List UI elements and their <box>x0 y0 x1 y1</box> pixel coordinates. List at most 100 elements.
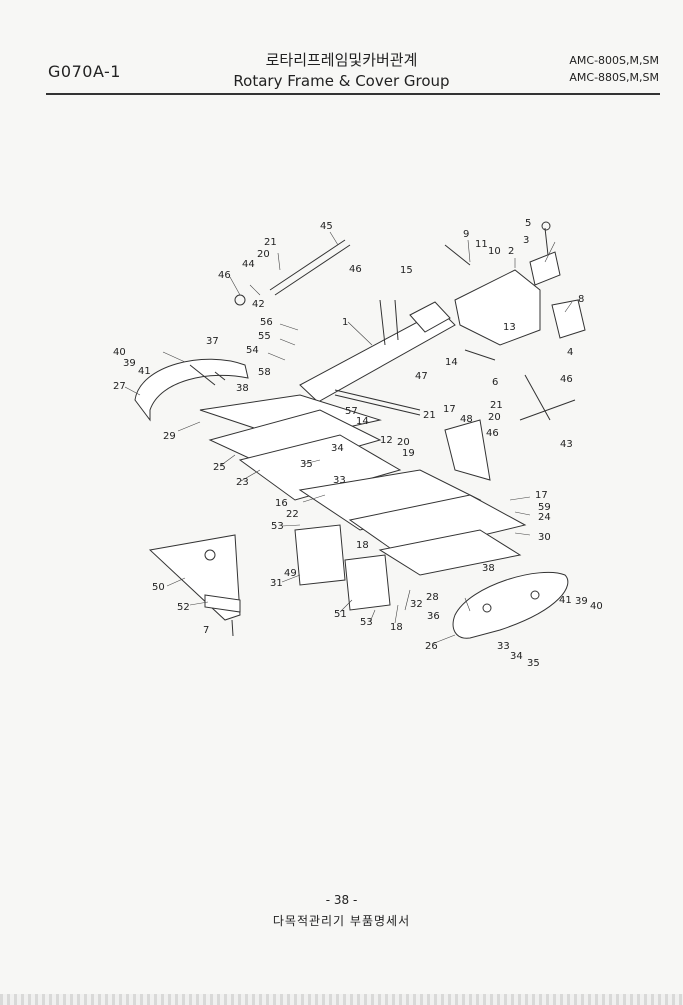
hitch-plate <box>454 269 541 346</box>
page-header: G070A-1 로타리프레임및카버관계 Rotary Frame & Cover… <box>0 0 683 100</box>
callout-39a: 39 <box>123 358 136 369</box>
callout-16: 16 <box>275 498 288 509</box>
callout-9: 9 <box>463 229 469 240</box>
callout-13: 13 <box>503 322 516 333</box>
cross-rod <box>334 389 421 416</box>
main-frame-beam <box>299 309 456 403</box>
callout-11: 11 <box>475 239 488 250</box>
callout-32: 32 <box>410 599 423 610</box>
callout-46d: 46 <box>486 428 499 439</box>
group-title-korean: 로타리프레임및카버관계 <box>265 51 418 69</box>
callout-52: 52 <box>177 602 190 613</box>
top-bracket <box>529 251 561 286</box>
callout-21c: 21 <box>490 400 503 411</box>
callout-35b: 35 <box>527 658 540 669</box>
cover-plate-23 <box>238 434 402 501</box>
callout-10: 10 <box>488 246 501 257</box>
callout-50: 50 <box>152 582 165 593</box>
callout-24: 24 <box>538 512 551 523</box>
callout-17b: 17 <box>535 490 548 501</box>
callout-33a: 33 <box>333 475 346 486</box>
callout-4: 4 <box>567 347 573 358</box>
side-block <box>551 299 586 339</box>
callout-2: 2 <box>508 246 514 257</box>
callout-5: 5 <box>525 218 531 229</box>
callout-40b: 40 <box>590 601 603 612</box>
callout-46b: 46 <box>349 264 362 275</box>
right-side-cover <box>452 571 569 639</box>
callout-47: 47 <box>415 371 428 382</box>
cover-hole-1 <box>482 603 492 613</box>
group-code: G070A-1 <box>48 62 121 81</box>
callout-26: 26 <box>425 641 438 652</box>
callout-labels: 45 21 20 44 46 42 46 9 11 10 2 3 5 8 15 … <box>113 218 603 669</box>
callout-42: 46 <box>218 270 231 281</box>
callout-34b: 34 <box>510 651 523 662</box>
scan-edge-strip <box>0 994 683 1005</box>
callout-38a: 38 <box>236 383 249 394</box>
callout-48: 48 <box>460 414 473 425</box>
callout-21: 21 <box>264 237 277 248</box>
frame-bracket <box>409 301 451 333</box>
callout-1: 1 <box>342 317 348 328</box>
diagram-drawing <box>124 221 586 645</box>
callout-20b: 20 <box>488 412 501 423</box>
callout-8: 8 <box>578 294 584 305</box>
page-number: - 38 - <box>325 893 358 907</box>
callout-27: 27 <box>113 381 126 392</box>
bolt-7 <box>231 619 234 637</box>
callout-53b: 53 <box>360 617 373 628</box>
callout-33b: 33 <box>497 641 510 652</box>
callout-51: 51 <box>334 609 347 620</box>
left-side-cover <box>134 358 249 422</box>
callout-29: 29 <box>163 431 176 442</box>
cover-plate-18 <box>378 529 522 576</box>
callout-54: 54 <box>246 345 259 356</box>
callout-46c: 46 <box>560 374 573 385</box>
callout-7: 7 <box>203 625 209 636</box>
pin-5-head <box>541 221 551 231</box>
link-end <box>234 294 246 306</box>
cover-plate-24 <box>348 494 527 556</box>
callout-6: 6 <box>492 377 498 388</box>
callout-3: 3 <box>523 235 529 246</box>
callout-36: 36 <box>427 611 440 622</box>
callout-22: 22 <box>286 509 299 520</box>
callout-21b: 21 <box>423 410 436 421</box>
callout-15: 15 <box>400 265 413 276</box>
pin-5 <box>544 227 549 256</box>
callout-39b: 39 <box>575 596 588 607</box>
callout-43: 43 <box>560 439 573 450</box>
header-rule <box>46 93 660 95</box>
right-linkage <box>519 374 576 421</box>
callout-37: 37 <box>206 336 219 347</box>
callout-30: 30 <box>538 532 551 543</box>
group-title-english: Rotary Frame & Cover Group <box>233 72 450 90</box>
callout-44: 44 <box>242 259 255 270</box>
callout-17a: 17 <box>443 404 456 415</box>
flap-hole <box>204 549 216 561</box>
callout-19: 19 <box>402 448 415 459</box>
callout-41a: 41 <box>138 366 151 377</box>
flap-49 <box>294 524 346 586</box>
left-cover-brace <box>189 364 226 386</box>
callout-45: 45 <box>320 221 333 232</box>
model-number-1: AMC-800S,M,SM <box>569 54 659 67</box>
model-number-2: AMC-880S,M,SM <box>569 71 659 84</box>
callout-56: 56 <box>260 317 273 328</box>
callout-20c: 20 <box>397 437 410 448</box>
callout-55: 55 <box>258 331 271 342</box>
callout-46a: 42 <box>252 299 265 310</box>
callout-38b: 38 <box>482 563 495 574</box>
callout-14b: 14 <box>356 416 369 427</box>
callout-20: 20 <box>257 249 270 260</box>
plate-48 <box>444 419 491 481</box>
callout-12: 12 <box>380 435 393 446</box>
bracket-52 <box>204 594 241 613</box>
callout-18a: 18 <box>356 540 369 551</box>
callout-35a: 35 <box>300 459 313 470</box>
callout-41b: 41 <box>559 595 572 606</box>
frame-post <box>379 299 399 346</box>
callout-23: 23 <box>236 477 249 488</box>
